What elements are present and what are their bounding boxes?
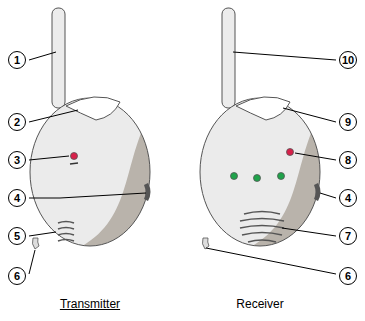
callout-number: 9: [339, 113, 357, 131]
level-led: [254, 175, 261, 182]
device-name: Receiver: [236, 297, 283, 311]
callout-number: 6: [339, 267, 357, 285]
callout-number: 5: [8, 227, 26, 245]
level-led: [231, 173, 238, 180]
top-cap: [236, 97, 290, 120]
side-button: [314, 183, 321, 201]
callout-number: 2: [8, 113, 26, 131]
callout-number: 10: [339, 51, 357, 69]
callout-number: 4: [339, 189, 357, 207]
side-button: [144, 183, 151, 201]
top-cap: [66, 97, 120, 120]
callout-number: 7: [339, 227, 357, 245]
callout-number: 1: [8, 51, 26, 69]
receiver: [190, 8, 340, 260]
level-led: [278, 173, 285, 180]
antenna: [52, 8, 65, 108]
transmitter: [20, 8, 170, 260]
power-led: [287, 149, 294, 156]
led-mark: [70, 163, 78, 164]
device-name: Transmitter: [60, 297, 120, 311]
power-led: [71, 153, 78, 160]
speaker-grille: [240, 212, 284, 243]
callout-number: 8: [339, 151, 357, 169]
bottom-button: [202, 238, 209, 249]
antenna: [222, 8, 235, 108]
leader-lines: [29, 52, 336, 274]
callout-number: 3: [8, 151, 26, 169]
callout-number: 4: [8, 189, 26, 207]
microphone-grille: [58, 222, 74, 242]
bottom-button: [32, 238, 39, 249]
housing-shade: [20, 215, 80, 260]
housing-shade: [190, 215, 250, 260]
callout-number: 6: [8, 267, 26, 285]
